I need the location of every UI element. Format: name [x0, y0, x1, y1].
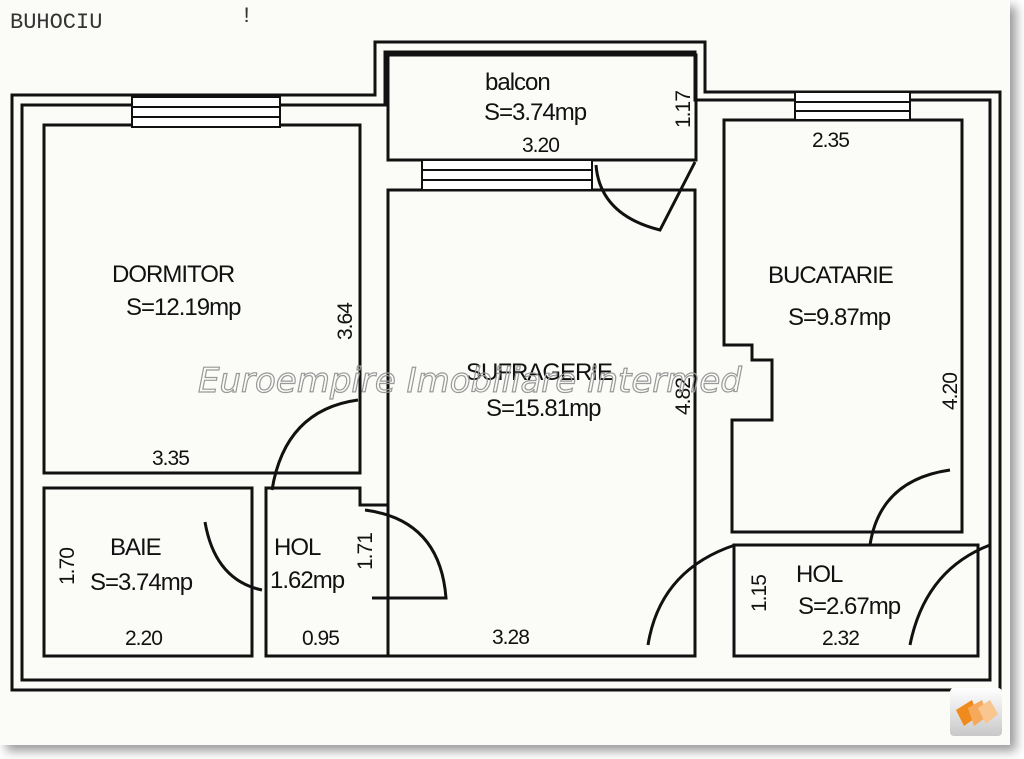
hol-small-area: 1.62mp — [270, 567, 345, 594]
bucatarie-depth: 4.20 — [939, 373, 962, 410]
dormitor-depth: 3.64 — [334, 302, 357, 340]
baie-depth: 1.70 — [56, 548, 79, 585]
hol-small-name: HOL — [274, 534, 321, 561]
baie-width: 2.20 — [125, 627, 162, 650]
bucatarie-area: S=9.87mp — [788, 304, 891, 331]
windows — [131, 91, 911, 191]
doors — [203, 161, 991, 646]
baie-name: BAIE — [110, 534, 161, 561]
sufragerie-depth: 4.82 — [672, 378, 695, 415]
room-labels: balcon S=3.74mp 3.20 1.17 DORMITOR S=12.… — [56, 69, 962, 650]
floor-plan-page: BUHOCIU ! — [10, 4, 1002, 736]
dormitor-name: DORMITOR — [112, 261, 235, 288]
bucatarie-width: 2.35 — [812, 129, 849, 152]
sufragerie-name: SUFRAGERIE — [466, 359, 612, 386]
balcon-width: 3.20 — [522, 134, 559, 157]
agency-logo-icon — [950, 688, 1002, 736]
baie-area: S=3.74mp — [90, 569, 193, 596]
dormitor-width: 3.35 — [152, 447, 189, 470]
sufragerie-width: 3.28 — [492, 626, 529, 649]
header-text: BUHOCIU — [10, 10, 102, 35]
hol-small-depth: 1.71 — [354, 533, 377, 570]
balcon-name: balcon — [485, 69, 550, 96]
hol-small-width: 0.95 — [302, 627, 339, 650]
sufragerie-area: S=15.81mp — [486, 395, 601, 422]
hol-right-area: S=2.67mp — [798, 593, 901, 620]
floor-plan: BUHOCIU ! — [10, 4, 1002, 692]
balcon-area: S=3.74mp — [484, 99, 587, 126]
dormitor-area: S=12.19mp — [126, 294, 241, 321]
walls — [10, 40, 1002, 692]
watermark-text: Euroempire Imobiliare intermed — [198, 361, 742, 401]
balcon-depth: 1.17 — [672, 91, 695, 128]
hol-right-depth: 1.15 — [748, 575, 771, 612]
header-mark: ! — [240, 4, 253, 29]
hol-right-name: HOL — [796, 561, 843, 588]
hol-right-width: 2.32 — [822, 627, 859, 650]
bucatarie-name: BUCATARIE — [768, 262, 893, 289]
